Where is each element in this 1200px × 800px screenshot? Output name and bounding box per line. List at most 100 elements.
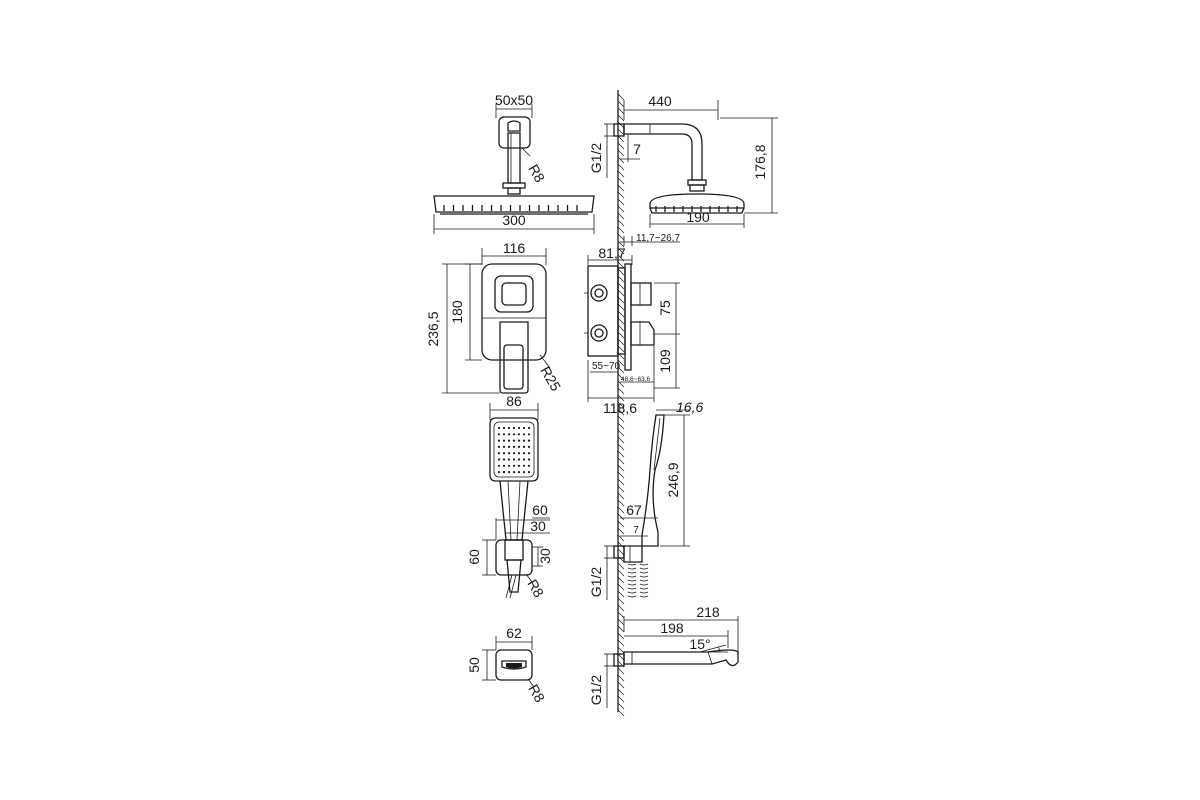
wall-hatch-line: [617, 233, 625, 241]
nozzle-dot: [497, 464, 501, 467]
nozzle-dot: [502, 458, 506, 461]
wall-hatch-line: [617, 674, 625, 682]
nozzle-dot: [507, 464, 511, 467]
wall-hatch-line: [617, 275, 625, 283]
nozzle-dot: [512, 426, 516, 430]
wall-hatch-line: [617, 226, 625, 234]
dim-81-7: 81,7: [598, 245, 625, 261]
dim-15-deg: 15°: [689, 636, 710, 652]
wall-hatch-line: [617, 604, 625, 612]
wall-hatch-line: [617, 576, 625, 584]
nozzle-dot: [502, 433, 506, 436]
wall-hatch-line: [617, 492, 625, 500]
wall-hatch-line: [617, 436, 625, 444]
wall-hatch-line: [617, 317, 625, 325]
nozzle-dot: [507, 426, 511, 430]
nozzle-dot: [522, 426, 526, 430]
wall-hatch-line: [617, 653, 625, 661]
nozzle-dot: [502, 426, 506, 430]
nozzle-dot: [517, 433, 521, 436]
nozzle-dot: [497, 458, 501, 461]
hose-coil: [627, 587, 637, 590]
wall-hatch-line: [617, 401, 625, 409]
wall-hatch-line: [617, 695, 625, 703]
wall-hatch-line: [617, 548, 625, 556]
nozzle-dot: [527, 426, 531, 430]
wall-hatch-line: [617, 443, 625, 451]
dim-r8-top: R8: [525, 162, 548, 186]
nozzle-dot: [527, 458, 531, 461]
wall-hatch-line: [617, 541, 625, 549]
wall-hatch-line: [617, 93, 625, 101]
dim-48-6-63-6: 48,6~63,6: [621, 376, 650, 383]
wall-hatch-line: [617, 198, 625, 206]
nozzle-dot: [497, 452, 501, 455]
nozzle-dot: [512, 471, 516, 474]
dim-60-top: 60: [532, 502, 548, 518]
dim-r8-holder: R8: [524, 577, 547, 601]
wall-hatch-line: [617, 310, 625, 318]
wall-hatch-line: [617, 485, 625, 493]
wall-hatch-line: [617, 163, 625, 171]
wall-hatch-line: [617, 569, 625, 577]
nozzle-dot: [497, 439, 501, 442]
wall-hatch-line: [617, 562, 625, 570]
nozzle-dot: [497, 426, 501, 430]
holder-front-view: 60 30 60 30 R8: [466, 502, 553, 600]
wall-hatch-line: [617, 268, 625, 276]
dim-300: 300: [502, 212, 526, 228]
wall-hatch-line: [617, 534, 625, 542]
wall-hatch-line: [617, 464, 625, 472]
wall-hatch-line: [617, 324, 625, 332]
hose-coil: [639, 575, 649, 578]
dim-236-5: 236,5: [425, 311, 441, 346]
nozzle-dot: [507, 452, 511, 455]
nozzle-dot: [522, 471, 526, 474]
dim-r8-spout: R8: [525, 682, 548, 706]
wall-hatch-line: [617, 499, 625, 507]
wall-hatch-line: [617, 184, 625, 192]
nozzle-dot: [497, 433, 501, 436]
wall-hatch-line: [617, 527, 625, 535]
wall-hatch-line: [617, 247, 625, 255]
dim-30-right: 30: [537, 548, 553, 564]
wall-hatch-line: [617, 597, 625, 605]
wall-hatch-line: [617, 506, 625, 514]
wall-hatch-line: [617, 380, 625, 388]
wall-hatch-line: [617, 471, 625, 479]
dim-50: 50: [466, 657, 482, 673]
wall-hatch-line: [617, 191, 625, 199]
nozzle-dot: [522, 464, 526, 467]
nozzle-dot: [512, 458, 516, 461]
nozzle-dot: [527, 464, 531, 467]
hose-coil: [627, 579, 637, 582]
mixer-panel-front-view: 116 236,5 180 R25: [425, 240, 564, 394]
wall-hatch-line: [617, 177, 625, 185]
nozzle-dot: [502, 445, 506, 448]
dim-7-holder: 7: [633, 525, 639, 536]
wall-hatch-line: [617, 520, 625, 528]
dim-118-6: 118,6: [603, 400, 637, 416]
hand-shower-side-view: 16,6 246,9 67 7 G1/2: [588, 399, 703, 600]
nozzle-dot: [517, 439, 521, 442]
hose-coil: [639, 571, 649, 574]
dim-55-70: 55~70: [592, 361, 621, 372]
hose-coil: [639, 567, 649, 570]
dim-67: 67: [626, 502, 642, 518]
hose-coil: [639, 595, 649, 598]
nozzle-dot: [502, 439, 506, 442]
dim-109: 109: [657, 349, 673, 373]
wall-hatch-line: [617, 681, 625, 689]
wall-hatch-line: [617, 149, 625, 157]
dim-g12-mid: G1/2: [588, 567, 604, 598]
dim-176-8: 176,8: [752, 144, 768, 179]
dim-180: 180: [449, 300, 465, 324]
wall-hatch-line: [617, 359, 625, 367]
dim-50x50: 50x50: [495, 92, 533, 108]
wall-hatch-line: [617, 121, 625, 129]
hose-coil: [639, 587, 649, 590]
wall-hatch-line: [617, 478, 625, 486]
hose-coil: [627, 583, 637, 586]
wall-hatch-line: [617, 114, 625, 122]
